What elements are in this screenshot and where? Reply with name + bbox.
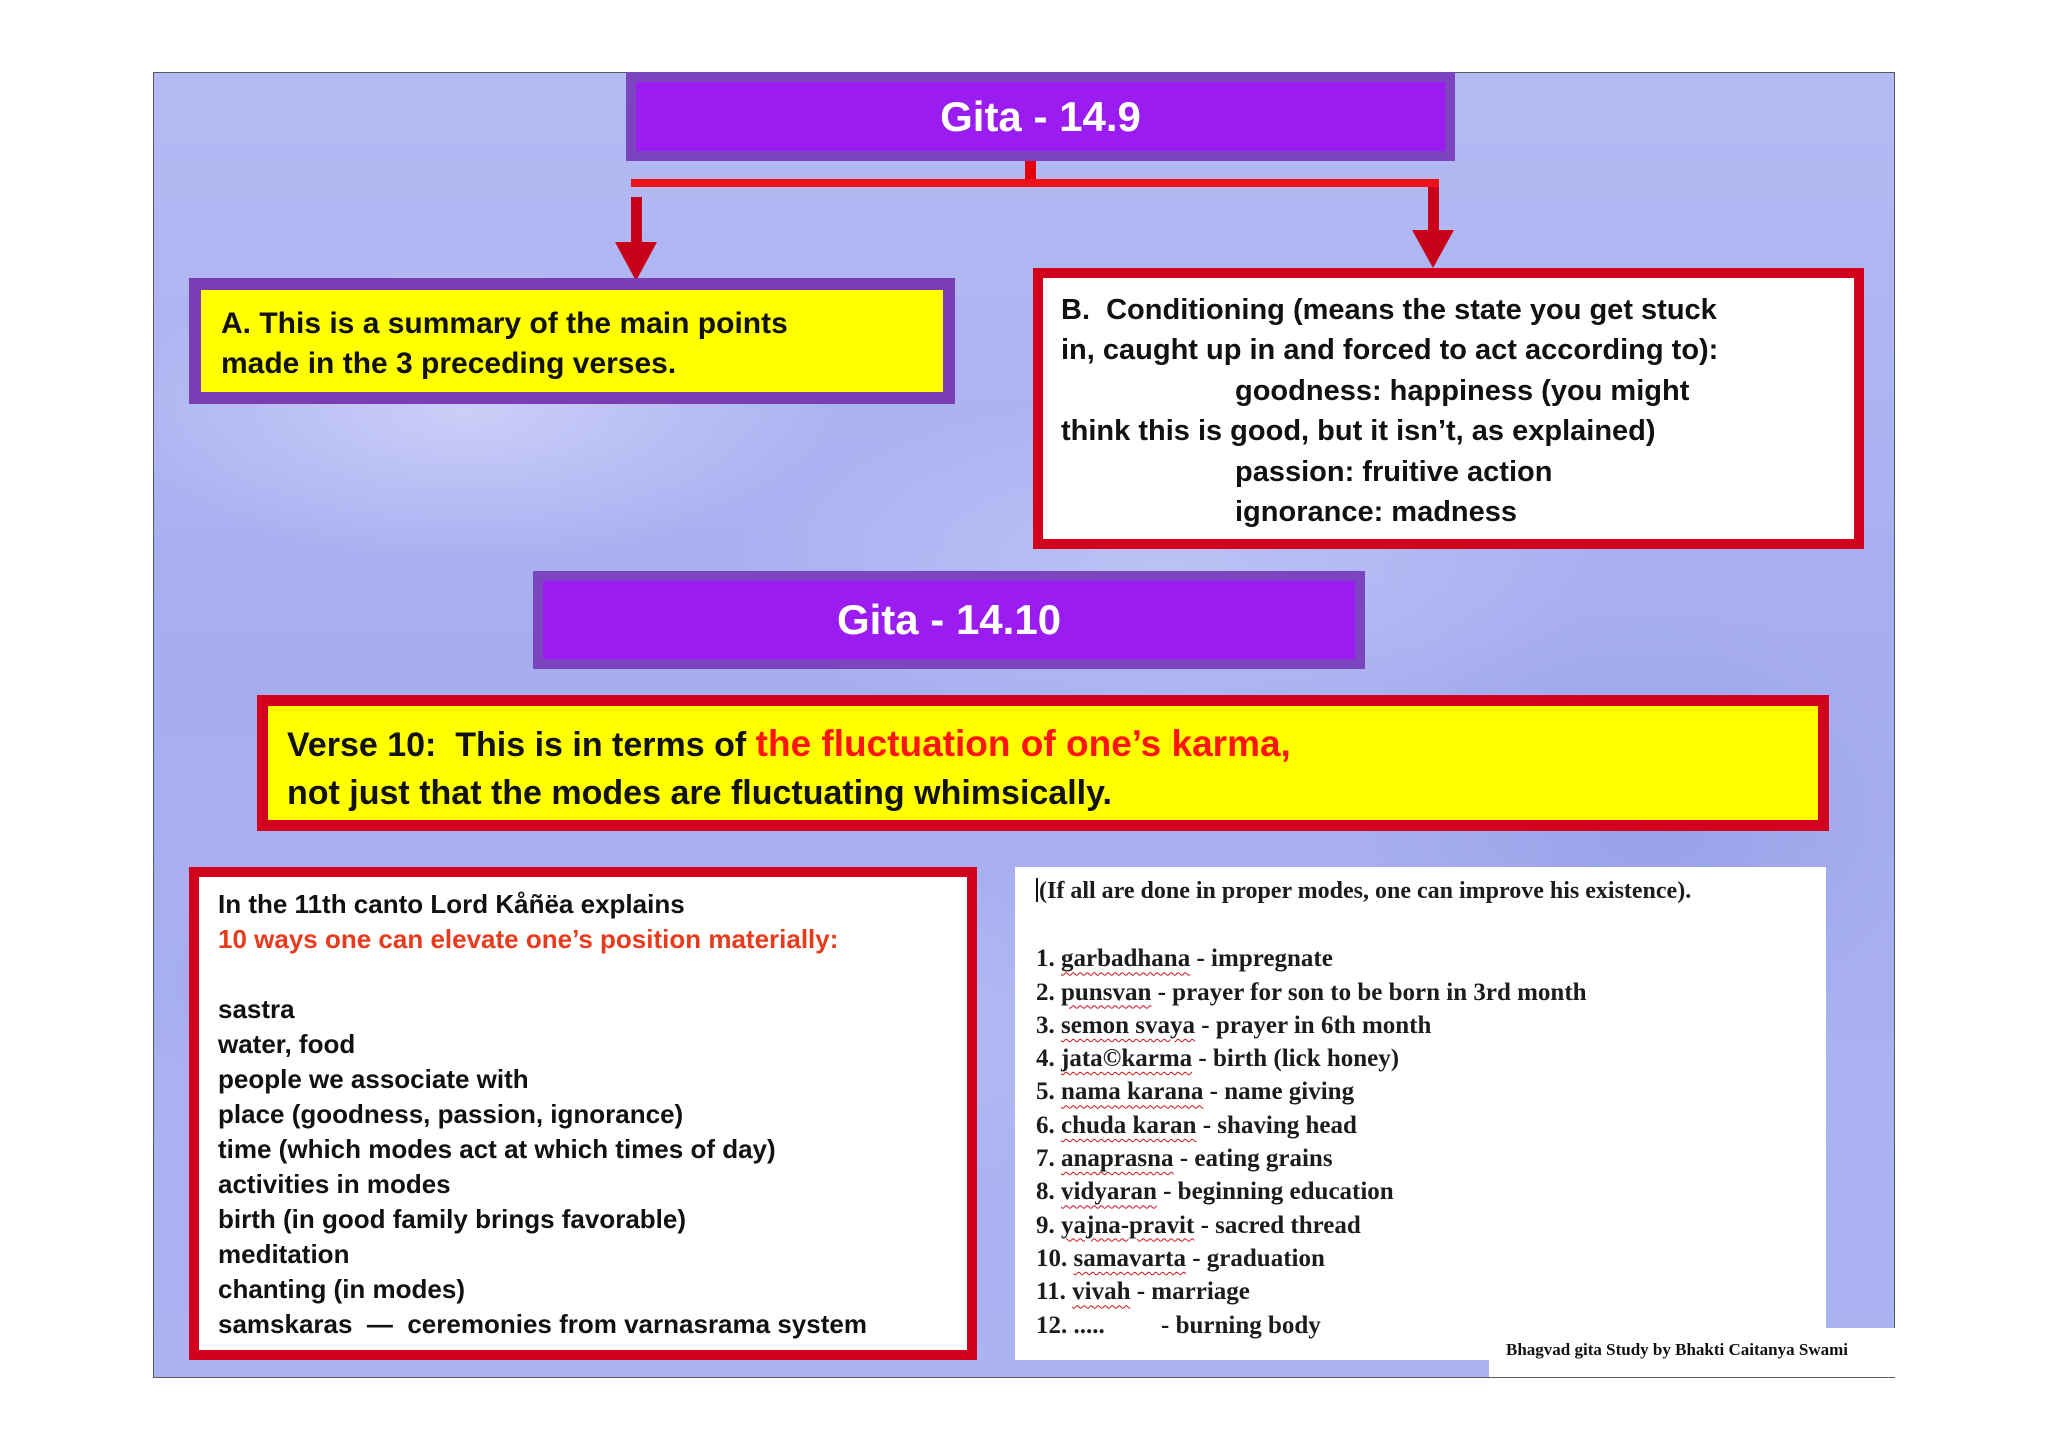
samskara-description: - prayer in 6th month: [1201, 1011, 1432, 1039]
conditioning-line: think this is good, but it isn’t, as exp…: [1061, 415, 1656, 448]
conditioning-ignorance: ignorance: madness: [1235, 496, 1518, 529]
samskara-description: - eating grains: [1179, 1145, 1333, 1173]
samskara-number: 2.: [1036, 978, 1055, 1006]
samskara-description: - name giving: [1209, 1078, 1355, 1106]
samskara-number: 1.: [1036, 945, 1055, 973]
samskara-term: vidyaran: [1061, 1178, 1157, 1206]
samskara-description: - birth (lick honey): [1198, 1045, 1400, 1073]
elevation-item: chanting (in modes): [218, 1274, 465, 1304]
elevation-subtitle: 10 ways one can elevate one’s position m…: [218, 924, 839, 954]
samskara-description: - burning body: [1161, 1311, 1321, 1339]
elevation-item: meditation: [218, 1239, 350, 1269]
samskara-number: 10.: [1036, 1244, 1068, 1272]
samskara-number: 3.: [1036, 1011, 1055, 1039]
samskara-term: nama karana: [1061, 1078, 1204, 1106]
elevation-item: time (which modes act at which times of …: [218, 1134, 776, 1164]
summary-line: A. This is a summary of the main points: [221, 307, 788, 340]
samskara-item: 6. chuda karan - shaving head: [1036, 1109, 1826, 1142]
samskara-description: - marriage: [1136, 1278, 1250, 1306]
samskara-description: - impregnate: [1196, 945, 1333, 973]
samskara-number: 12.: [1036, 1311, 1068, 1339]
conditioning-line: in, caught up in and forced to act accor…: [1061, 334, 1719, 367]
samskara-item: 7. anaprasna - eating grains: [1036, 1142, 1826, 1175]
conditioning-passion: passion: fruitive action: [1235, 455, 1553, 488]
samskara-term: punsvan: [1061, 978, 1152, 1006]
samskara-item: 5. nama karana - name giving: [1036, 1075, 1826, 1108]
elevation-intro: In the 11th canto Lord Kåñëa explains: [218, 889, 685, 919]
samskara-term: jata©karma: [1061, 1045, 1193, 1073]
samskara-term: vivah: [1072, 1278, 1131, 1306]
samskara-number: 5.: [1036, 1078, 1055, 1106]
elevation-item: birth (in good family brings favorable): [218, 1204, 687, 1234]
samskara-item: 12. ..... - burning body: [1036, 1309, 1826, 1342]
elevation-item: activities in modes: [218, 1169, 451, 1199]
samskara-item: 11. vivah - marriage: [1036, 1275, 1826, 1308]
samskara-number: 9.: [1036, 1211, 1055, 1239]
verse-line-2: not just that the modes are fluctuating …: [287, 774, 1112, 812]
samskara-term: yajna-pravit: [1061, 1211, 1195, 1239]
title-gita-14-10: Gita - 14.10: [533, 571, 1365, 669]
conditioning-box: B. Conditioning (means the state you get…: [1033, 268, 1864, 549]
samskara-item: 8. vidyaran - beginning education: [1036, 1175, 1826, 1208]
samskara-term: garbadhana: [1061, 945, 1191, 973]
samskara-term: chuda karan: [1061, 1111, 1197, 1139]
summary-line: made in the 3 preceding verses.: [221, 347, 677, 380]
samskara-item: 4. jata©karma - birth (lick honey): [1036, 1042, 1826, 1075]
title-gita-14-9: Gita - 14.9: [626, 72, 1455, 161]
samskara-term: samavarta: [1073, 1244, 1186, 1272]
samskara-description: - graduation: [1192, 1244, 1325, 1272]
samskara-number: 7.: [1036, 1145, 1055, 1173]
samskara-term: semon svaya: [1061, 1011, 1196, 1039]
verse-lead: Verse 10: This is in terms of: [287, 726, 756, 764]
text-cursor: [1036, 878, 1038, 902]
samskara-number: 8.: [1036, 1178, 1055, 1206]
samskara-description: - prayer for son to be born in 3rd month: [1157, 978, 1587, 1006]
elevation-item: place (goodness, passion, ignorance): [218, 1099, 684, 1129]
spacer: [218, 957, 967, 992]
samskara-term: .....: [1073, 1311, 1105, 1339]
samskara-item: 10. samavarta - graduation: [1036, 1242, 1826, 1275]
samskara-description: - shaving head: [1202, 1111, 1357, 1139]
samskaras-panel: (If all are done in proper modes, one ca…: [1015, 867, 1826, 1360]
verse-line-1: Verse 10: This is in terms of the fluctu…: [287, 720, 1818, 769]
elevation-item: water, food: [218, 1029, 356, 1059]
samskara-number: 6.: [1036, 1111, 1055, 1139]
samskara-item: 2. punsvan - prayer for son to be born i…: [1036, 976, 1826, 1009]
samskara-item: 3. semon svaya - prayer in 6th month: [1036, 1009, 1826, 1042]
samskara-number: 11.: [1036, 1278, 1066, 1306]
samskara-number: 4.: [1036, 1045, 1055, 1073]
conditioning-goodness: goodness: happiness (you might: [1235, 374, 1690, 407]
samskaras-header-row: (If all are done in proper modes, one ca…: [1036, 875, 1826, 908]
elevation-item: people we associate with: [218, 1064, 529, 1094]
elevation-item: samskaras — ceremonies from varnasrama s…: [218, 1309, 867, 1339]
samskara-item: 9. yajna-pravit - sacred thread: [1036, 1209, 1826, 1242]
conditioning-line: B. Conditioning (means the state you get…: [1061, 294, 1717, 326]
attribution-text: Bhagvad gita Study by Bhakti Caitanya Sw…: [1506, 1340, 1848, 1359]
summary-box: A. This is a summary of the main points …: [189, 278, 955, 404]
spacer: [1036, 908, 1826, 942]
verse-highlight: the fluctuation of one’s karma,: [755, 723, 1291, 764]
samskara-term: anaprasna: [1061, 1145, 1174, 1173]
elevation-box: In the 11th canto Lord Kåñëa explains 10…: [189, 867, 977, 1360]
attribution-footer: Bhagvad gita Study by Bhakti Caitanya Sw…: [1489, 1328, 1895, 1377]
samskara-description: - sacred thread: [1200, 1211, 1361, 1239]
samskara-item: 1. garbadhana - impregnate: [1036, 942, 1826, 975]
samskaras-header: (If all are done in proper modes, one ca…: [1039, 878, 1692, 904]
verse-box: Verse 10: This is in terms of the fluctu…: [257, 695, 1829, 831]
samskara-description: - beginning education: [1163, 1178, 1394, 1206]
elevation-item: sastra: [218, 994, 295, 1024]
